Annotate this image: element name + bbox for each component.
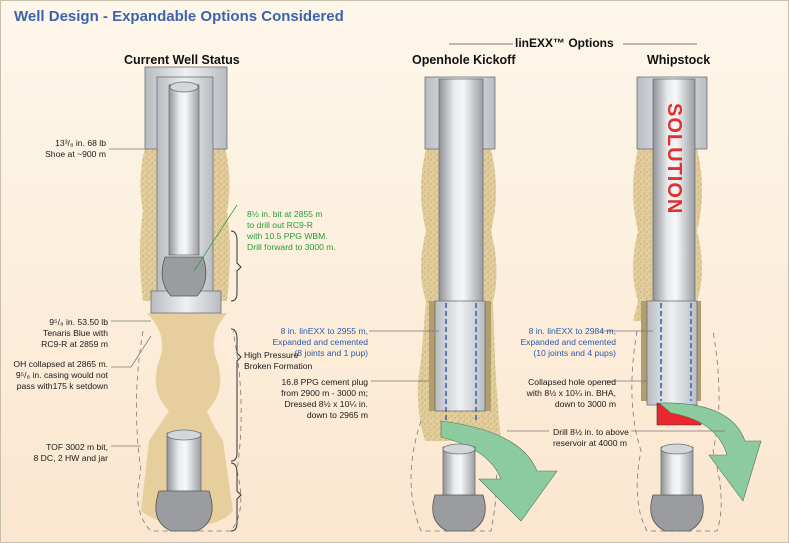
whipstock-graphic bbox=[601, 76, 762, 532]
drill-pipe bbox=[168, 84, 200, 256]
page-title: Well Design - Expandable Options Conside… bbox=[14, 8, 344, 25]
heading-current-well-status: Current Well Status bbox=[124, 53, 240, 67]
bracket-3 bbox=[230, 462, 242, 532]
openhole-kickoff-graphic bbox=[369, 76, 558, 532]
heading-whipstock: Whipstock bbox=[647, 53, 711, 67]
label-ws-linexx: 8 in. linEXX to 2984 m,Expanded and ceme… bbox=[520, 326, 616, 358]
linexx-liner-ws bbox=[646, 300, 698, 406]
collapsed-open-hole bbox=[141, 313, 233, 526]
label-oh-collapsed: OH collapsed at 2865 m.9⁵/₈ in. casing w… bbox=[13, 359, 108, 391]
bracket-2 bbox=[230, 328, 242, 462]
current-well-graphic bbox=[109, 66, 242, 532]
solution-pipe bbox=[652, 78, 696, 304]
fish-collar bbox=[166, 432, 202, 494]
heading-openhole-kickoff: Openhole Kickoff bbox=[412, 53, 516, 67]
linexx-liner-ok bbox=[434, 300, 486, 412]
whipstock-arrow bbox=[658, 402, 762, 502]
heading-linexx-options: linEXX™ Options bbox=[515, 36, 614, 50]
label-tof: TOF 3002 m bit,8 DC, 2 HW and jar bbox=[33, 442, 108, 463]
leader-bit bbox=[193, 204, 238, 272]
bracket-1 bbox=[230, 230, 242, 302]
solution-label: SOLUTION bbox=[663, 103, 685, 214]
label-ok-linexx: 8 in. linEXX to 2955 m,Expanded and ceme… bbox=[272, 326, 368, 358]
drill-bit bbox=[161, 256, 207, 297]
fish-bit bbox=[155, 490, 213, 532]
